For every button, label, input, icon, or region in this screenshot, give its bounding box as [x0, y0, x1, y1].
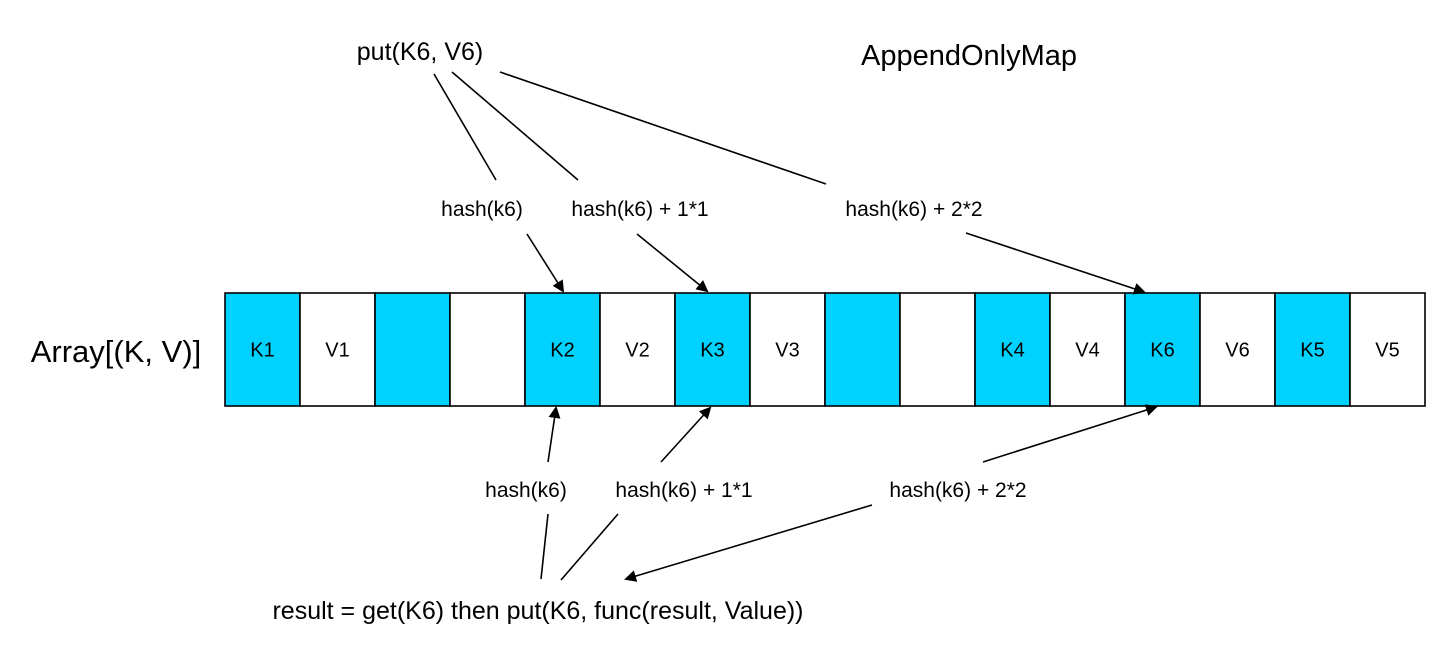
put-connector-line [433, 73, 497, 181]
result-connector-line [540, 513, 549, 580]
top-connectors [433, 71, 827, 185]
put-label: put(K6, V6) [357, 38, 483, 66]
result-label: result = get(K6) then put(K6, func(resul… [272, 597, 803, 625]
array-cell-value [899, 292, 976, 407]
top-probe-arrow [636, 233, 709, 293]
bottom-probe-arrow [982, 404, 1158, 463]
top-probe-label-3: hash(k6) + 2*2 [845, 198, 982, 221]
array-cell-label: K3 [700, 340, 724, 362]
array-cell-label: K2 [550, 340, 574, 362]
array-cell-value [1049, 292, 1126, 407]
bottom-probe-label-3: hash(k6) + 2*2 [889, 479, 1026, 502]
bottom-connectors [540, 504, 873, 582]
array-cell-key [824, 292, 901, 407]
array-cell-value [299, 292, 376, 407]
array-cell-key [674, 292, 751, 407]
array-cell-key [1124, 292, 1201, 407]
diagram-title: AppendOnlyMap [861, 40, 1077, 72]
array-cell-label: V2 [625, 340, 649, 362]
put-connector-line [499, 71, 827, 185]
bottom-probe-arrow [660, 406, 712, 463]
array-cell-value [1349, 292, 1426, 407]
array-cell-label: V6 [1225, 340, 1249, 362]
array-cell-label: K6 [1150, 340, 1174, 362]
array-cell-label: V5 [1375, 340, 1399, 362]
result-connector-line [560, 513, 619, 581]
array-cell-key [524, 292, 601, 407]
array-cell-key [974, 292, 1051, 407]
array-cell-label: V4 [1075, 340, 1099, 362]
bottom-probe-label-1: hash(k6) [485, 479, 567, 502]
top-probe-arrow [526, 233, 565, 293]
top-arrows [526, 232, 1146, 295]
array-cell-label: V3 [775, 340, 799, 362]
bottom-probe-arrow [547, 406, 561, 463]
array-cell-label: K4 [1000, 340, 1024, 362]
top-probe-label-1: hash(k6) [441, 198, 523, 221]
array-cell-label: K1 [250, 340, 274, 362]
top-probe-arrow [965, 232, 1146, 295]
array-cell-label: V1 [325, 340, 349, 362]
array-cell-key [224, 292, 301, 407]
array-cell-key [374, 292, 451, 407]
array-cell-value [1199, 292, 1276, 407]
top-probe-label-2: hash(k6) + 1*1 [571, 198, 708, 221]
array-cell-value [449, 292, 526, 407]
array-cell-label: K5 [1300, 340, 1324, 362]
put-connector-line [451, 71, 579, 181]
result-connector-arrow [624, 504, 873, 582]
array-cells: K1 V1 K2 V2 K3 V3 K4 V4 K6 V6 K5 V5 [224, 292, 1426, 407]
bottom-probe-label-2: hash(k6) + 1*1 [615, 479, 752, 502]
array-label: Array[(K, V)] [31, 334, 202, 369]
array-cell-value [749, 292, 826, 407]
bottom-arrows [547, 404, 1158, 463]
